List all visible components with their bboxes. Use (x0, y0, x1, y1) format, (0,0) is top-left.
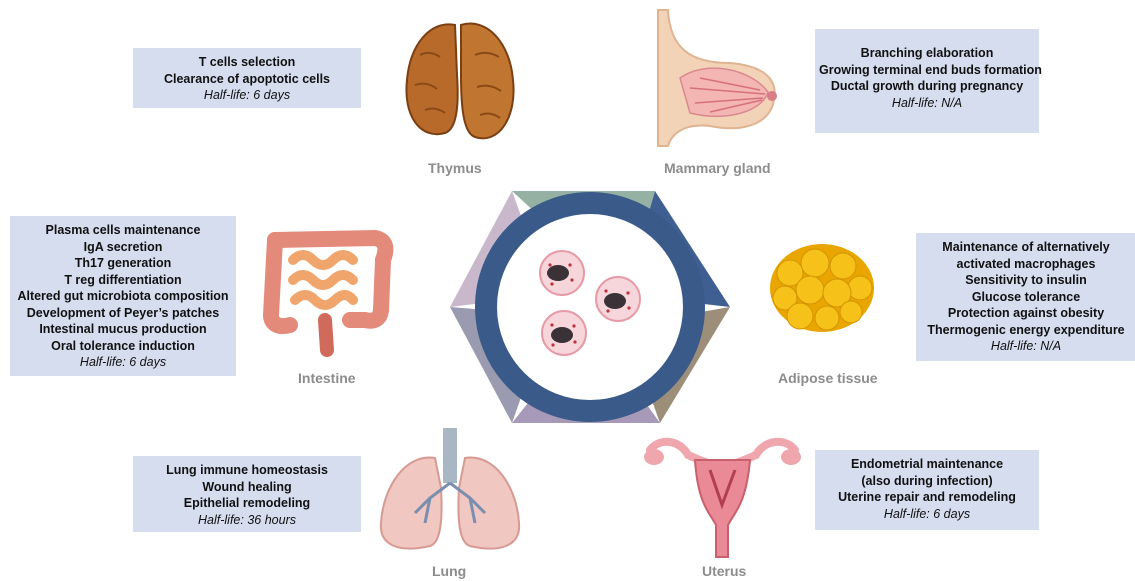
adipose-tissue-label: Adipose tissue (778, 370, 878, 386)
intestine-function: Development of Peyer’s patches (14, 305, 232, 322)
cell-2 (596, 277, 640, 321)
uterus-label: Uterus (702, 563, 746, 579)
adipose-tissue-illustration (765, 238, 880, 338)
adipose-function: Maintenance of alternatively (920, 239, 1132, 256)
adipose-function: Protection against obesity (920, 305, 1132, 322)
intestine-function: Th17 generation (14, 255, 232, 272)
adipose-half-life: Half-life: N/A (920, 338, 1132, 355)
intestine-half-life: Half-life: 6 days (14, 354, 232, 371)
uterus-function: Uterine repair and remodeling (819, 489, 1035, 506)
adipose-function: activated macrophages (920, 256, 1132, 273)
thymus-label: Thymus (428, 160, 482, 176)
intestine-illustration (255, 220, 395, 360)
cell-1 (540, 251, 584, 295)
uterus-half-life: Half-life: 6 days (819, 506, 1035, 523)
uterus-function: Endometrial maintenance (819, 456, 1035, 473)
mammary-function: Branching elaboration (819, 45, 1035, 62)
central-hub-graphic (440, 185, 740, 430)
adipose-function: Sensitivity to insulin (920, 272, 1132, 289)
mammary-half-life: Half-life: N/A (819, 95, 1035, 112)
uterus-function: (also during infection) (819, 473, 1035, 490)
adipose-function: Thermogenic energy expenditure (920, 322, 1132, 339)
intestine-function: T reg differentiation (14, 272, 232, 289)
lung-function: Lung immune homeostasis (137, 462, 357, 479)
lung-half-life: Half-life: 36 hours (137, 512, 357, 529)
intestine-function: Intestinal mucus production (14, 321, 232, 338)
mammary-function: Growing terminal end buds formation (819, 62, 1035, 79)
adipose-function: Glucose tolerance (920, 289, 1132, 306)
intestine-function: Oral tolerance induction (14, 338, 232, 355)
lung-function: Epithelial remodeling (137, 495, 357, 512)
intestine-label: Intestine (298, 370, 356, 386)
intestine-info-box: Plasma cells maintenance IgA secretion T… (10, 216, 236, 376)
lung-label: Lung (432, 563, 466, 579)
adipose-info-box: Maintenance of alternatively activated m… (916, 233, 1135, 361)
intestine-function: Plasma cells maintenance (14, 222, 232, 239)
thymus-function: T cells selection (137, 54, 357, 71)
lung-info-box: Lung immune homeostasis Wound healing Ep… (133, 456, 361, 532)
thymus-info-box: T cells selection Clearance of apoptotic… (133, 48, 361, 108)
uterus-illustration (640, 435, 805, 560)
intestine-function: Altered gut microbiota composition (14, 288, 232, 305)
mammary-info-box: Branching elaboration Growing terminal e… (815, 29, 1039, 133)
mammary-gland-illustration (650, 8, 785, 148)
thymus-illustration (395, 15, 525, 150)
lung-function: Wound healing (137, 479, 357, 496)
thymus-half-life: Half-life: 6 days (137, 87, 357, 104)
center-ring (486, 203, 694, 411)
uterus-info-box: Endometrial maintenance (also during inf… (815, 450, 1039, 530)
intestine-function: IgA secretion (14, 239, 232, 256)
mammary-gland-label: Mammary gland (664, 160, 771, 176)
cell-3 (542, 311, 586, 355)
mammary-function: Ductal growth during pregnancy (819, 78, 1035, 95)
thymus-function: Clearance of apoptotic cells (137, 71, 357, 88)
lung-illustration (375, 428, 525, 556)
